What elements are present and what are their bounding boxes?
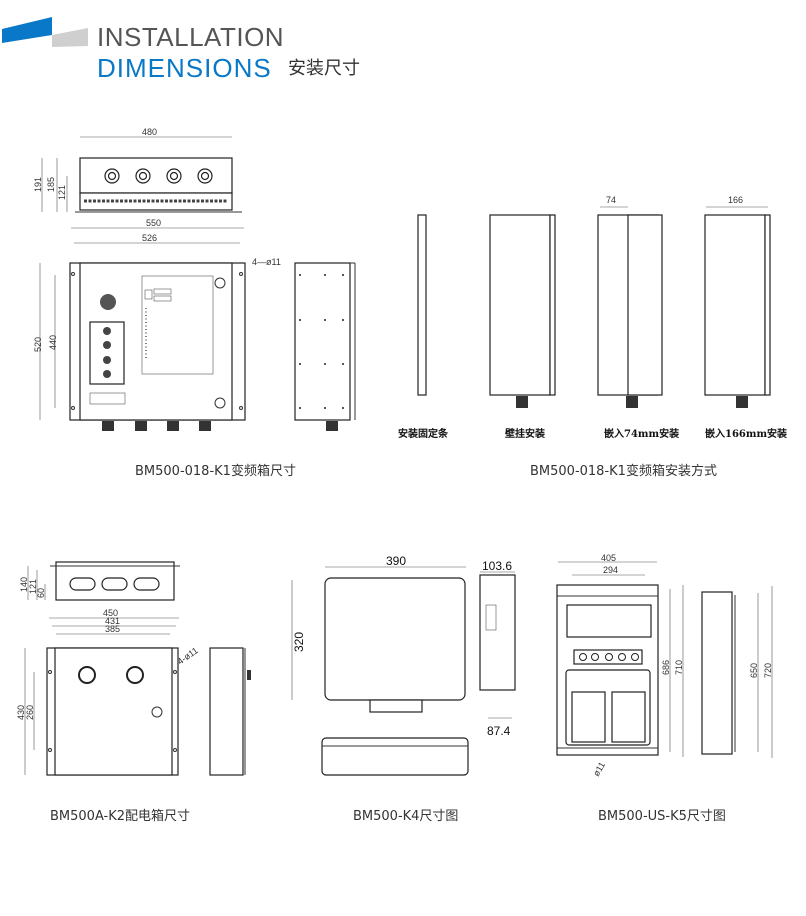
k1-caption: BM500-018-K1变频箱尺寸: [135, 463, 296, 479]
title-installation: INSTALLATION: [97, 22, 284, 52]
mount-label-strip: 安装固定条: [398, 427, 449, 440]
dim-k2-430: 430: [16, 705, 26, 720]
dim-k4-103-6: 103.6: [482, 559, 512, 573]
dim-185: 185: [46, 177, 56, 192]
dim-k5-710: 710: [674, 660, 684, 675]
dim-550: 550: [146, 218, 161, 228]
dim-121: 121: [57, 185, 67, 200]
dim-k2-121: 121: [28, 579, 38, 594]
k1-mount-caption: BM500-018-K1变频箱安装方式: [530, 463, 717, 479]
dim-k2-60: 60: [36, 588, 46, 598]
k2-drawing: 140 121 60 450 431 385 4-ø11 430 260 BM5…: [16, 561, 251, 824]
k4-drawing: 390 320 103.6 87.4 BM500-K4尺寸图: [291, 554, 516, 824]
mount-label-74mm: 嵌入74mm安装: [604, 427, 679, 440]
mount-label-wall: 壁挂安装: [505, 427, 545, 440]
header: INSTALLATION DIMENSIONS 安装尺寸: [2, 17, 360, 83]
dim-480: 480: [142, 127, 157, 137]
dim-k2-385: 385: [105, 624, 120, 634]
dim-520: 520: [33, 337, 43, 352]
k5-caption: BM500-US-K5尺寸图: [598, 809, 726, 824]
logo-gray-bar: [52, 28, 88, 47]
dim-74: 74: [606, 195, 616, 205]
dim-k2-431: 431: [105, 616, 120, 626]
dim-holes-k1: 4—ø11: [252, 257, 281, 267]
title-dimensions: DIMENSIONS: [97, 53, 272, 83]
k1-drawing: 480 191 185 121 550 526 4—ø11: [33, 127, 356, 479]
dim-k4-320: 320: [292, 632, 306, 652]
k4-caption: BM500-K4尺寸图: [353, 809, 458, 824]
k2-caption: BM500A-K2配电箱尺寸: [50, 808, 190, 824]
dim-k4-390: 390: [386, 554, 406, 568]
dim-440: 440: [48, 335, 58, 350]
k1-mount-drawing: 74 166 安装固定条 壁挂安装 嵌入74mm安装 嵌入166mm安装 BM5…: [398, 195, 787, 479]
dim-k2-450: 450: [103, 608, 118, 618]
dim-k5-294: 294: [603, 565, 618, 575]
dim-k5-686: 686: [661, 660, 671, 675]
dim-k5-405: 405: [601, 553, 616, 563]
dim-166: 166: [728, 195, 743, 205]
dim-k2-140: 140: [19, 577, 29, 592]
mount-label-166mm: 嵌入166mm安装: [705, 427, 787, 440]
logo-blue-bar: [2, 17, 52, 43]
k5-drawing: 405 294 ø11 686 710 650 720 BM500-US-K5尺…: [556, 553, 773, 824]
dim-526: 526: [142, 233, 157, 243]
subtitle-cn: 安装尺寸: [288, 58, 360, 79]
dim-k5-720: 720: [763, 663, 773, 678]
dim-k5-650: 650: [749, 663, 759, 678]
dim-k2-260: 260: [25, 705, 35, 720]
dim-191: 191: [33, 177, 43, 192]
dim-k4-87-4: 87.4: [487, 724, 511, 738]
dim-k5-holes: ø11: [591, 760, 607, 778]
dim-k2-holes: 4-ø11: [175, 645, 199, 666]
